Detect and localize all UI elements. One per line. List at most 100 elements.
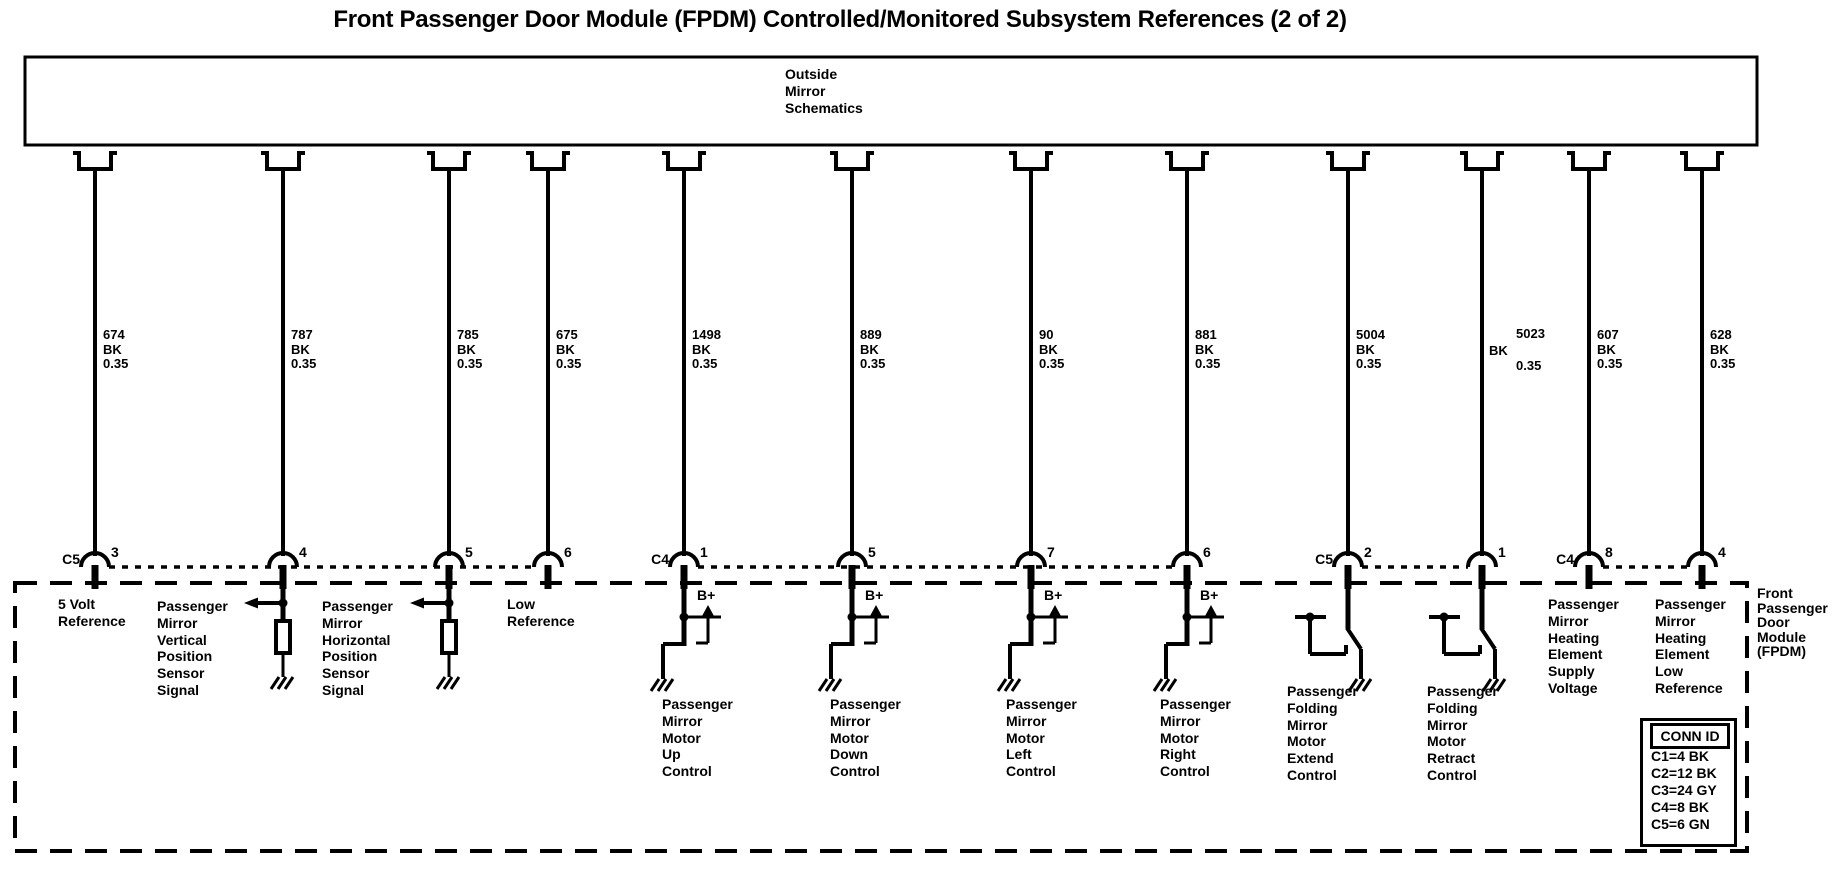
- inline-connector-icon: [261, 151, 305, 171]
- component-label: Passenger Mirror Horizontal Position Sen…: [322, 598, 393, 698]
- pin-tick: [544, 565, 552, 589]
- pin-arc-icon: [668, 551, 700, 568]
- b-plus-label: B+: [1200, 587, 1219, 603]
- wire-circuit-label: 90 BK 0.35: [1039, 327, 1065, 371]
- ground-icon: [824, 678, 836, 692]
- pin-arc-icon: [433, 551, 465, 568]
- conn-id-table: CONN ID C1=4 BK C2=12 BK C3=24 GY C4=8 B…: [1640, 718, 1737, 847]
- wire-circuit-label: 675 BK 0.35: [556, 327, 582, 371]
- pin-number: 4: [299, 544, 307, 560]
- inline-connector-icon: [1567, 151, 1611, 171]
- pin-tick: [1585, 565, 1593, 589]
- pin-tick: [445, 565, 453, 589]
- ground-icon: [996, 678, 1008, 692]
- pin-arc-icon: [267, 551, 299, 568]
- component-label: Passenger Mirror Motor Up Control: [662, 696, 733, 780]
- pin-arc-icon: [1573, 551, 1605, 568]
- switch-blade: [1479, 626, 1497, 651]
- pin-arc-icon: [1171, 551, 1203, 568]
- pin-tick: [680, 565, 688, 589]
- ground-icon: [663, 678, 675, 692]
- wire-circuit-label: 607 BK 0.35: [1597, 327, 1623, 371]
- component-label: Passenger Folding Mirror Motor Retract C…: [1427, 683, 1498, 783]
- resistor-icon: [440, 619, 458, 655]
- schematic-reference-box: [23, 55, 1759, 147]
- wire-circuit-label: 881 BK 0.35: [1195, 327, 1221, 371]
- wire-color-label: BK: [1489, 343, 1508, 358]
- wire-circuit-label: 628 BK 0.35: [1710, 327, 1736, 371]
- pin-arc-icon: [1466, 551, 1498, 568]
- ground-icon: [449, 676, 461, 690]
- wire-circuit-label: 785 BK 0.35: [457, 327, 483, 371]
- module-dashed-box: [13, 581, 1749, 853]
- ground-icon: [817, 678, 829, 692]
- page-title: Front Passenger Door Module (FPDM) Contr…: [333, 6, 1347, 33]
- ground-icon: [1488, 678, 1500, 692]
- component-label: Passenger Mirror Vertical Position Senso…: [157, 598, 228, 698]
- wire-gauge-label: 0.35: [1516, 358, 1542, 373]
- ground-icon: [1354, 678, 1366, 692]
- wire-circuit-label: 787 BK 0.35: [291, 327, 317, 371]
- arrow-left-icon: [244, 597, 258, 609]
- ground-icon: [1166, 678, 1178, 692]
- pin-tick: [1183, 565, 1191, 589]
- component-label: Low Reference: [507, 596, 575, 629]
- b-plus-arrow-icon: [1048, 605, 1062, 617]
- ground-icon: [1152, 678, 1164, 692]
- component-label: Passenger Mirror Heating Element Low Ref…: [1655, 596, 1726, 696]
- component-label: Passenger Mirror Motor Down Control: [830, 696, 901, 780]
- ground-icon: [1159, 678, 1171, 692]
- pin-tick: [1478, 565, 1486, 589]
- b-plus-arrow-icon: [869, 605, 883, 617]
- inline-connector-icon: [1326, 151, 1370, 171]
- pin-number: 1: [700, 544, 708, 560]
- ground-icon: [649, 678, 661, 692]
- inline-connector-icon: [526, 151, 570, 171]
- connector-label: C5: [62, 551, 80, 567]
- pin-arc-icon: [1015, 551, 1047, 568]
- ground-icon: [283, 676, 295, 690]
- pin-number: 6: [1203, 544, 1211, 560]
- ground-icon: [656, 678, 668, 692]
- pin-tick: [1344, 565, 1352, 589]
- inline-connector-icon: [73, 151, 117, 171]
- ground-icon: [1495, 678, 1507, 692]
- module-name-label: Front Passenger Door Module (FPDM): [1757, 585, 1828, 660]
- wire-circuit-label: 5004 BK 0.35: [1356, 327, 1385, 371]
- component-label: Passenger Mirror Motor Right Control: [1160, 696, 1231, 780]
- b-plus-label: B+: [697, 587, 716, 603]
- pin-number: 7: [1047, 544, 1055, 560]
- ground-icon: [1347, 678, 1359, 692]
- pin-tick: [279, 565, 287, 589]
- wire-circuit-label: 1498 BK 0.35: [692, 327, 721, 371]
- component-label: Passenger Folding Mirror Motor Extend Co…: [1287, 683, 1358, 783]
- inline-connector-icon: [1165, 151, 1209, 171]
- pin-tick: [1698, 565, 1706, 589]
- pin-tick: [1027, 565, 1035, 589]
- pin-arc-icon: [79, 551, 111, 568]
- pin-number: 2: [1364, 544, 1372, 560]
- pin-number: 8: [1605, 544, 1613, 560]
- outside-mirror-schematics-label: Outside Mirror Schematics: [785, 66, 863, 116]
- inline-connector-icon: [1009, 151, 1053, 171]
- component-label: 5 Volt Reference: [58, 596, 126, 629]
- pin-arc-icon: [1686, 551, 1718, 568]
- ground-icon: [442, 676, 454, 690]
- pin-tick: [848, 565, 856, 589]
- inline-connector-icon: [662, 151, 706, 171]
- pin-tick: [91, 565, 99, 589]
- inline-connector-icon: [1680, 151, 1724, 171]
- ground-icon: [1481, 678, 1493, 692]
- wire-circuit-label: 5023: [1516, 326, 1545, 341]
- conn-id-rows: C1=4 BK C2=12 BK C3=24 GY C4=8 BK C5=6 G…: [1651, 748, 1717, 832]
- wire-circuit-label: 674 BK 0.35: [103, 327, 129, 371]
- ground-icon: [1003, 678, 1015, 692]
- ground-icon: [1361, 678, 1373, 692]
- inline-connector-icon: [427, 151, 471, 171]
- ground-icon: [435, 676, 447, 690]
- pin-arc-icon: [532, 551, 564, 568]
- b-plus-label: B+: [865, 587, 884, 603]
- pin-number: 1: [1498, 544, 1506, 560]
